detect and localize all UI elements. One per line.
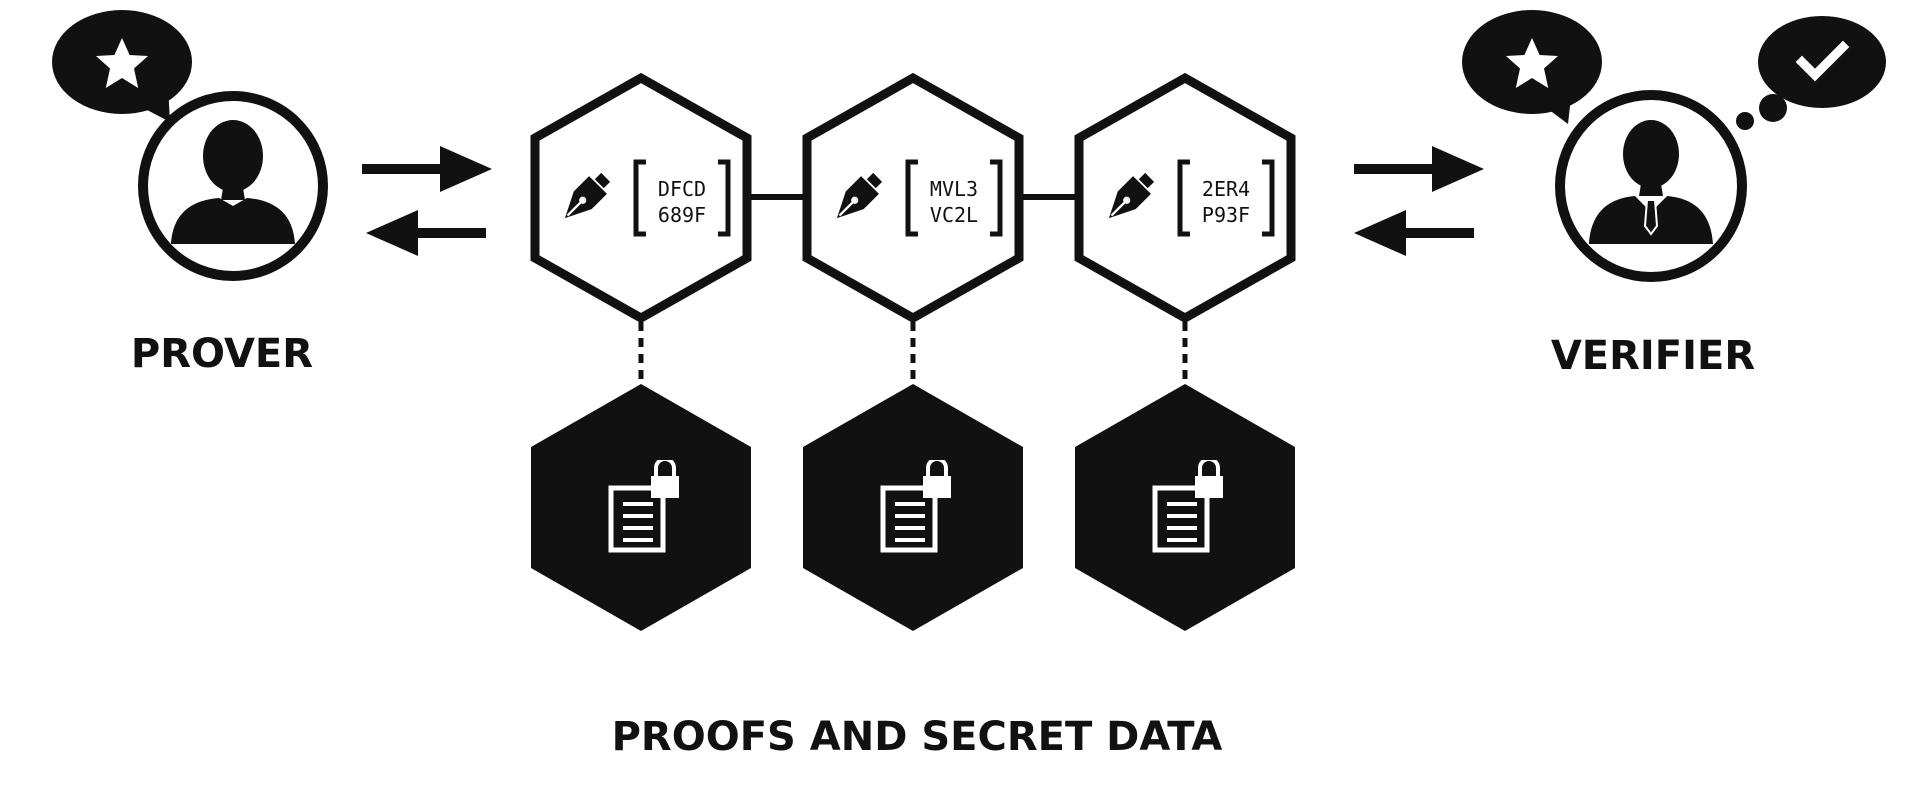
- proof-code-line1: DFCD: [658, 177, 706, 201]
- diagram-caption: PROOFS AND SECRET DATA: [612, 714, 1223, 760]
- verifier-speech-bubble: [1462, 10, 1602, 124]
- proof-block: 2ER4 P93F: [1074, 72, 1296, 324]
- arrow-right-icon: [362, 146, 492, 192]
- secret-connectors: [638, 322, 1188, 384]
- bracket-left: [905, 159, 918, 237]
- prover-exchange-arrows: [362, 146, 492, 256]
- proof-code-line1: MVL3: [930, 177, 978, 201]
- verifier-exchange-arrows: [1354, 146, 1484, 256]
- bracket-right: [1262, 159, 1275, 237]
- verifier-actor: VERIFIER: [1462, 10, 1886, 379]
- bracket-left: [633, 159, 646, 237]
- prover-speech-bubble: [52, 10, 192, 122]
- prover-label: PROVER: [131, 331, 313, 377]
- bracket-right: [990, 159, 1003, 237]
- arrow-left-icon: [1354, 210, 1474, 256]
- prover-actor: PROVER: [52, 10, 328, 377]
- proof-chain: DFCD 689F MVL3 VC2L 2ER4 P93F: [530, 72, 1296, 324]
- secret-data-row: [531, 384, 1295, 631]
- verifier-avatar: [1555, 90, 1747, 282]
- arrow-left-icon: [366, 210, 486, 256]
- verifier-label: VERIFIER: [1551, 333, 1755, 379]
- proof-block: DFCD 689F: [530, 72, 752, 324]
- bracket-right: [718, 159, 731, 237]
- secret-data-block: [803, 384, 1023, 631]
- proof-code-line1: 2ER4: [1202, 177, 1250, 201]
- proof-code-line2: P93F: [1202, 203, 1250, 227]
- proof-code-line2: VC2L: [930, 203, 978, 227]
- bracket-left: [1177, 159, 1190, 237]
- arrow-right-icon: [1354, 146, 1484, 192]
- prover-avatar: [138, 91, 328, 281]
- verifier-thought-bubble: [1736, 16, 1886, 130]
- secret-data-block: [1075, 384, 1295, 631]
- proof-code-line2: 689F: [658, 203, 706, 227]
- secret-data-block: [531, 384, 751, 631]
- proof-block: MVL3 VC2L: [802, 72, 1024, 324]
